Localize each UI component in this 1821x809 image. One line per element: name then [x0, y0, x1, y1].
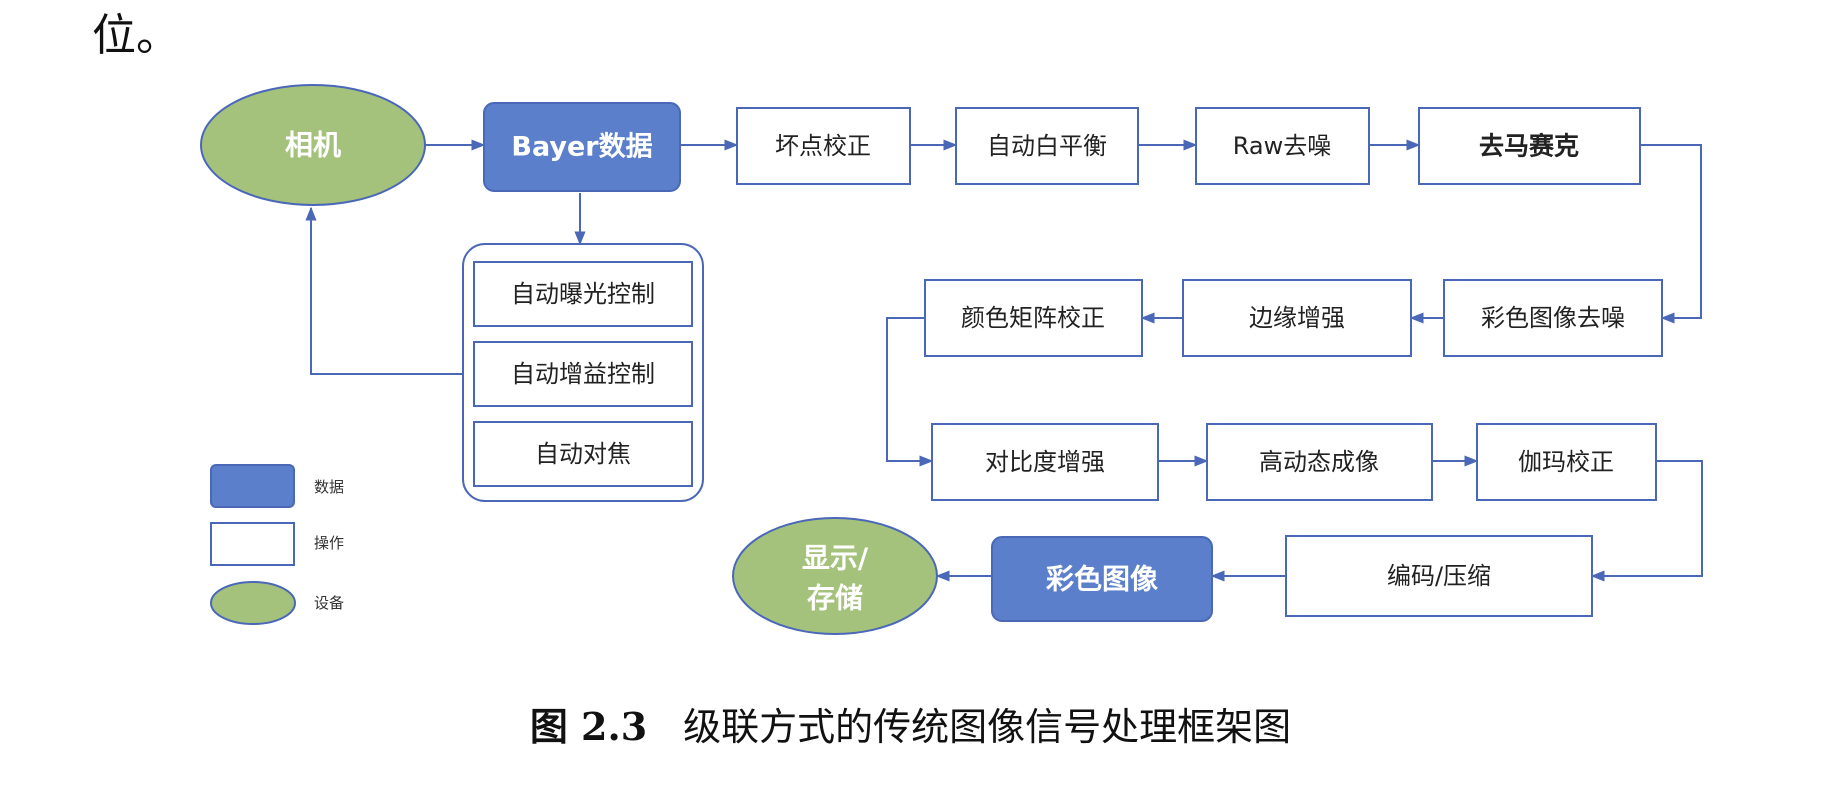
node-auto-focus: 自动对焦: [473, 421, 693, 487]
node-gamma-label: 伽玛校正: [1518, 448, 1614, 476]
control-group: 自动曝光控制 自动增益控制 自动对焦: [462, 243, 704, 502]
node-color-matrix-correction: 颜色矩阵校正: [924, 279, 1143, 357]
legend-operation: 操作: [210, 522, 344, 566]
node-color-image: 彩色图像: [991, 536, 1213, 622]
node-auto-gain: 自动增益控制: [473, 341, 693, 407]
node-demosaic: 去马赛克: [1418, 107, 1641, 185]
node-color-image-label: 彩色图像: [1046, 563, 1159, 596]
node-hdr-label: 高动态成像: [1259, 448, 1379, 476]
node-raw-denoise: Raw去噪: [1195, 107, 1370, 185]
node-display-label-line1: 显示/: [802, 542, 869, 575]
edges: [305, 139, 1703, 582]
node-display-label-line2: 存储: [807, 582, 863, 615]
node-bayer-label: Bayer数据: [511, 132, 652, 163]
node-awb-label: 自动白平衡: [987, 132, 1107, 160]
top-text: 位。: [92, 10, 180, 61]
node-bad-pixel-label: 坏点校正: [775, 132, 871, 160]
node-raw-denoise-label: Raw去噪: [1233, 132, 1331, 160]
node-edge-enhance-label: 边缘增强: [1249, 304, 1345, 332]
node-display-storage: 显示/ 存储: [732, 517, 938, 635]
edge-gamma-encode: [1590, 460, 1703, 582]
node-contrast-enhancement: 对比度增强: [931, 423, 1159, 501]
node-gamma-correction: 伽玛校正: [1476, 423, 1657, 501]
legend-device: 设备: [210, 581, 344, 625]
node-encode-compress: 编码/压缩: [1285, 535, 1593, 617]
node-bayer-data: Bayer数据: [483, 102, 681, 192]
node-ccm-label: 颜色矩阵校正: [961, 304, 1105, 332]
node-camera: 相机: [200, 84, 426, 206]
node-edge-enhancement: 边缘增强: [1182, 279, 1412, 357]
legend-operation-label: 操作: [314, 534, 344, 552]
node-encode-label: 编码/压缩: [1387, 562, 1491, 590]
node-contrast-label: 对比度增强: [985, 448, 1105, 476]
isp-pipeline-diagram: 相机 显示/ 存储 Bayer数据 彩色图像 坏点校正 自动白平衡 Raw去噪 …: [200, 84, 1703, 635]
node-ae-label: 自动曝光控制: [511, 280, 655, 308]
node-camera-label: 相机: [285, 129, 341, 162]
legend-data-label: 数据: [314, 478, 344, 496]
node-color-denoise-label: 彩色图像去噪: [1481, 304, 1625, 332]
figure-caption: 图 2.3 级联方式的传统图像信号处理框架图: [0, 702, 1821, 752]
legend-data: 数据: [210, 464, 344, 508]
node-high-dynamic-range: 高动态成像: [1206, 423, 1433, 501]
edge-ccm-contrast: [886, 317, 934, 467]
node-auto-white-balance: 自动白平衡: [955, 107, 1139, 185]
node-bad-pixel-correction: 坏点校正: [736, 107, 911, 185]
node-auto-exposure: 自动曝光控制: [473, 261, 693, 327]
legend-device-label: 设备: [314, 594, 344, 612]
node-color-image-denoise: 彩色图像去噪: [1443, 279, 1663, 357]
figure-number: 图 2.3: [529, 704, 648, 749]
node-af-label: 自动对焦: [535, 440, 631, 468]
edge-demosaic-colordenoise: [1640, 144, 1702, 324]
node-demosaic-label: 去马赛克: [1479, 132, 1579, 161]
figure-title: 级联方式的传统图像信号处理框架图: [683, 705, 1292, 749]
legend: 数据 操作 设备: [210, 464, 344, 625]
edge-control-camera: [305, 206, 463, 375]
node-ag-label: 自动增益控制: [511, 360, 655, 388]
